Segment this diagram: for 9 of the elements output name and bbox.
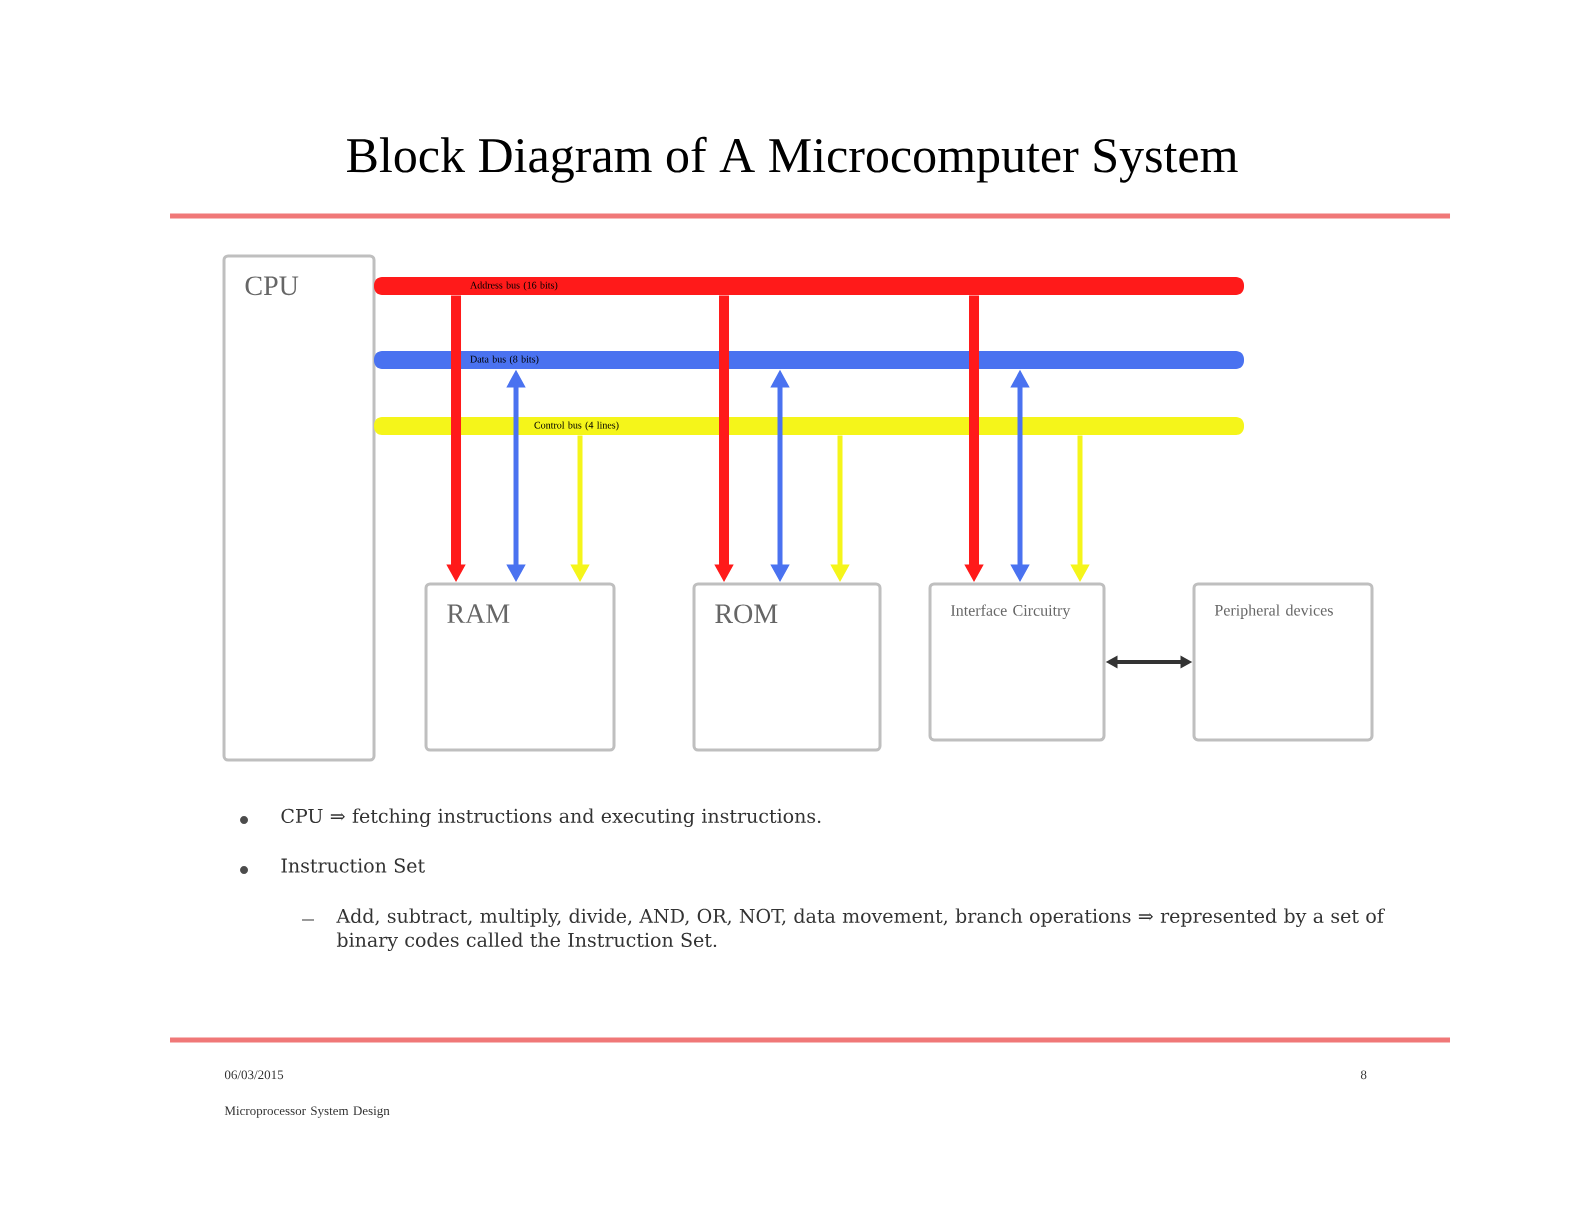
bullet-text: CPU ⇒ fetching instructions and executing instructions.	[281, 808, 821, 828]
cpu-box: CPU	[222, 254, 376, 762]
bullet-text: Instruction Set	[281, 858, 425, 873]
sub-bullet-text: Add, subtract, multiply, divide, AND, OR, NOT, data movement, branch operations ⇒ represented by a set of binary codes called the Instruction Set.	[336, 908, 1385, 952]
interface-box: Interface Circuitry	[928, 582, 1106, 742]
device-box: Peripheral devices	[1192, 582, 1374, 742]
memory-box: ROM	[692, 582, 882, 752]
memory-box: RAM	[424, 582, 616, 752]
slide-title: Block Diagram of A Microcomputer System	[347, 136, 1238, 183]
